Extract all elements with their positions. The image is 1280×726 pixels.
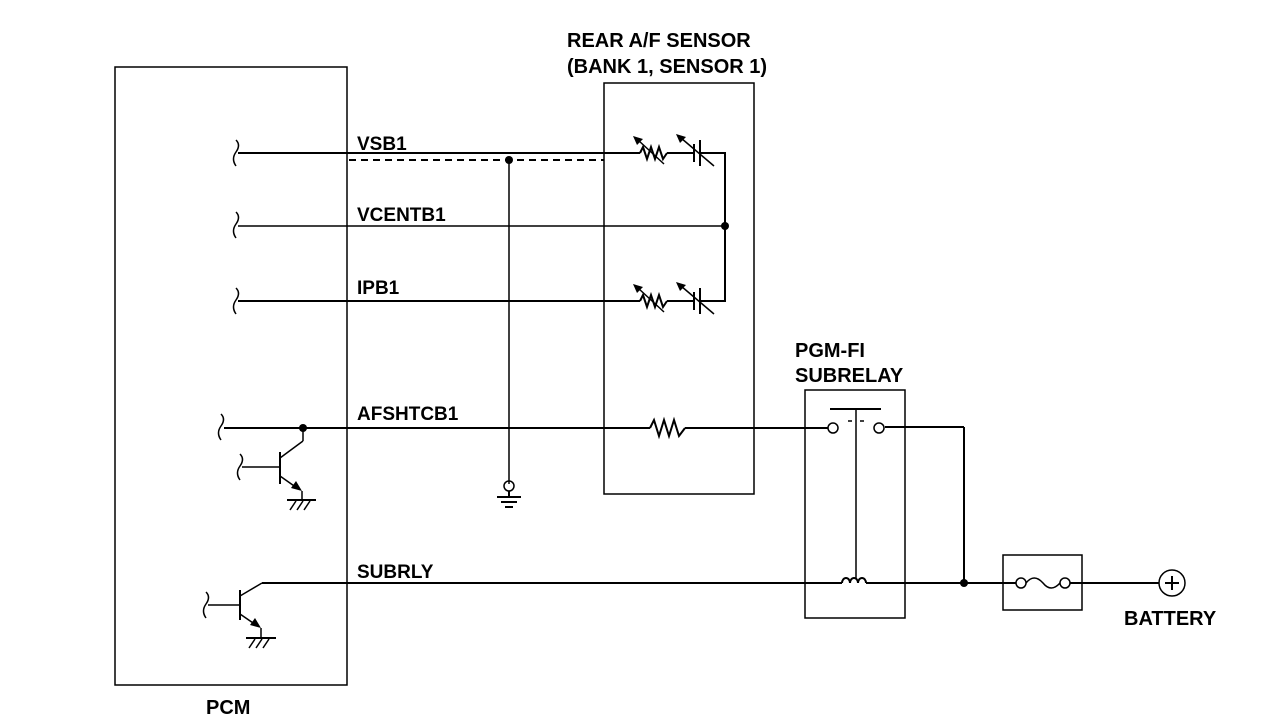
battery-bus-junction-dot xyxy=(960,579,968,587)
wire-label-vsb1: VSB1 xyxy=(357,134,407,155)
variable-resistor-upper xyxy=(633,136,668,165)
sensor-internal-bus xyxy=(706,152,726,302)
pcm-label: PCM xyxy=(206,697,250,719)
variable-resistor-lower xyxy=(633,284,668,313)
pcm-connector-ipb1 xyxy=(232,287,240,315)
pcm-transistor-q2 xyxy=(208,582,276,649)
sensor-title-line1: REAR A/F SENSOR xyxy=(567,30,751,52)
pcm-connector-q2-base xyxy=(202,591,210,619)
pcm-transistor-q1 xyxy=(242,428,316,511)
battery-terminal-icon xyxy=(1158,569,1186,597)
pcm-connector-q1-base xyxy=(236,453,244,481)
variable-cell-upper xyxy=(667,134,715,167)
relay-title-line2: SUBRELAY xyxy=(795,365,904,387)
fuse-element xyxy=(1015,577,1071,589)
rear-af-sensor-box xyxy=(603,82,755,495)
shield-ground-symbol xyxy=(497,480,521,508)
wire-label-vcentb1: VCENTB1 xyxy=(357,205,446,226)
relay-title-line1: PGM-FI xyxy=(795,340,865,362)
wire-label-subrly: SUBRLY xyxy=(357,562,434,583)
wire-label-afshtcb1: AFSHTCB1 xyxy=(357,404,459,425)
variable-cell-lower xyxy=(667,282,715,315)
pcm-connector-vsb1 xyxy=(232,139,240,167)
pcm-box xyxy=(114,66,348,686)
relay-coil xyxy=(838,577,872,584)
sensor-title-line2: (BANK 1, SENSOR 1) xyxy=(567,56,767,78)
pcm-connector-afshtcb1 xyxy=(217,413,225,441)
pcm-connector-vcentb1 xyxy=(232,211,240,239)
pgm-fi-subrelay-box xyxy=(804,389,906,619)
wire-label-ipb1: IPB1 xyxy=(357,278,400,299)
battery-label: BATTERY xyxy=(1124,608,1217,630)
heater-resistor xyxy=(649,416,686,440)
